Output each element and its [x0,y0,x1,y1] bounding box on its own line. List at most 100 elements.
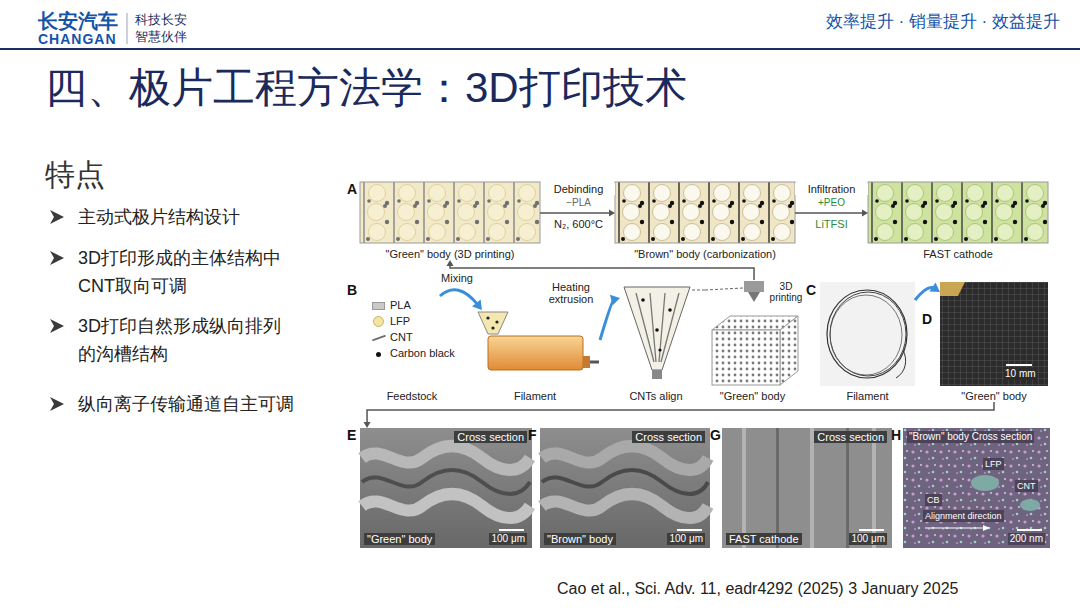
printer-head [744,281,764,292]
scale-label: 100 μm [849,533,887,545]
legend-swatch [372,302,385,310]
hopper-particle [495,320,498,323]
connector-line [440,290,478,305]
bullet-text: 主动式极片结构设计 [78,203,358,231]
nozzle-funnel: CNTs align [620,284,692,402]
sem-h [903,428,1050,548]
bullet-text: 3D打印自然形成纵向排列 的沟槽结构 [78,312,358,368]
filament-strand [590,361,599,364]
sem-e [360,428,532,548]
photo-fixture [940,282,965,296]
panel-letter: D [922,312,932,327]
photo-c [820,282,915,386]
sem-ridge [362,494,530,518]
aligned-cnt [661,293,679,362]
callout-label: CNT [1015,480,1038,492]
bullet-text: 纵向离子传输通道自主可调 [78,390,358,418]
connector [447,260,755,280]
nozzle-tip [652,370,662,379]
scale-bar [1017,529,1042,531]
hopper-particle [491,326,494,329]
alignment-arrow [983,525,990,531]
legend-text: LFP [390,315,410,328]
arrow-head [929,282,940,292]
panel-letter: H [891,428,901,443]
callout-label: LFP [983,458,1004,470]
photo-caption: Filament [846,390,888,402]
schematic-panel: FAST cathode [868,182,1048,260]
aligned-cnt [650,293,656,362]
logo-text: 长安汽车 [38,10,118,32]
image-tag: Cross section [454,431,527,443]
photo-panel: Filament [820,282,915,402]
image-tag: FAST cathode [726,533,802,545]
scale-label: 100 μm [489,533,527,545]
citation: Cao et al., Sci. Adv. 11, eadr4292 (2025… [557,579,958,599]
callout-label: Alignment direction [923,510,1004,522]
connector [600,295,620,340]
step-caption: "Green" body [720,390,785,402]
hopper-particle [486,316,489,319]
connector [440,290,482,310]
panel-caption: "Brown" body (carbonization) [634,248,776,260]
panel-caption: "Green" body (3D printing) [386,248,515,260]
scale-label: 100 μm [667,533,705,545]
process-note: −PLA [542,197,615,209]
green-body-photo [940,282,1048,386]
process-b [478,281,798,385]
process-note: 3D printing [766,281,806,303]
extruder: Filament [470,310,600,402]
schematic-panel: "Brown" body (carbonization) [615,182,795,260]
image-tag: "Green" body [364,533,435,545]
image-tag: "Brown" body [544,533,616,545]
legend-swatch [376,352,381,357]
sem-background [540,428,710,548]
filament-coil [827,290,907,378]
connector [915,282,940,300]
sem-image: Cross section "Brown" body 100 μm [540,428,710,548]
funnel-particle [641,298,645,302]
legend-text: PLA [390,299,411,312]
panel-caption: FAST cathode [923,248,993,260]
image-tag: "Brown" body Cross section [907,431,1034,443]
slide-title: 四、极片工程方法学：3D打印技术 [45,64,687,112]
sem-f [540,428,710,548]
funnel-particle [655,328,659,332]
connector-line [367,402,994,424]
connector [692,290,705,291]
process-note: LiTFSI [795,218,868,230]
header-decor [0,13,1080,49]
scale-label: 10 mm [1004,368,1037,380]
header-slogan: 效率提升 · 销量提升 · 效益提升 [826,12,1060,32]
filament-coil [830,292,906,376]
connector [540,209,615,216]
connector [795,209,868,216]
scale-bar [677,529,702,531]
photo-caption: "Green" body [961,390,1026,402]
lattice-side [780,316,798,385]
logo-text: CHANGAN [38,32,117,47]
step-caption: CNTs align [629,390,682,402]
connector [364,402,994,428]
step-caption: Feedstock [387,390,438,402]
edge-label: Mixing [432,272,482,284]
sem-ridge [362,446,530,470]
sem-streak [810,428,814,548]
panel-letter: A [347,182,357,197]
zoom-dash [705,288,743,290]
brand-slogan: 智慧伙伴 [135,29,187,44]
sem-streak [742,428,746,548]
scale-label: 200 nm [1008,533,1045,545]
process-note: +PEO [795,197,868,209]
image-tag: Cross section [814,431,887,443]
arrow-head [862,209,868,216]
scale-bar [1006,364,1032,366]
panel-letter: E [347,428,356,443]
process-note: Heating extrusion [542,281,600,305]
image-tag: Cross section [632,431,705,443]
schematic-panel: "Green" body (3D printing) [360,182,540,260]
alignment-arrow [925,527,984,528]
filament-coil [830,295,902,375]
sem-streak [776,428,779,548]
